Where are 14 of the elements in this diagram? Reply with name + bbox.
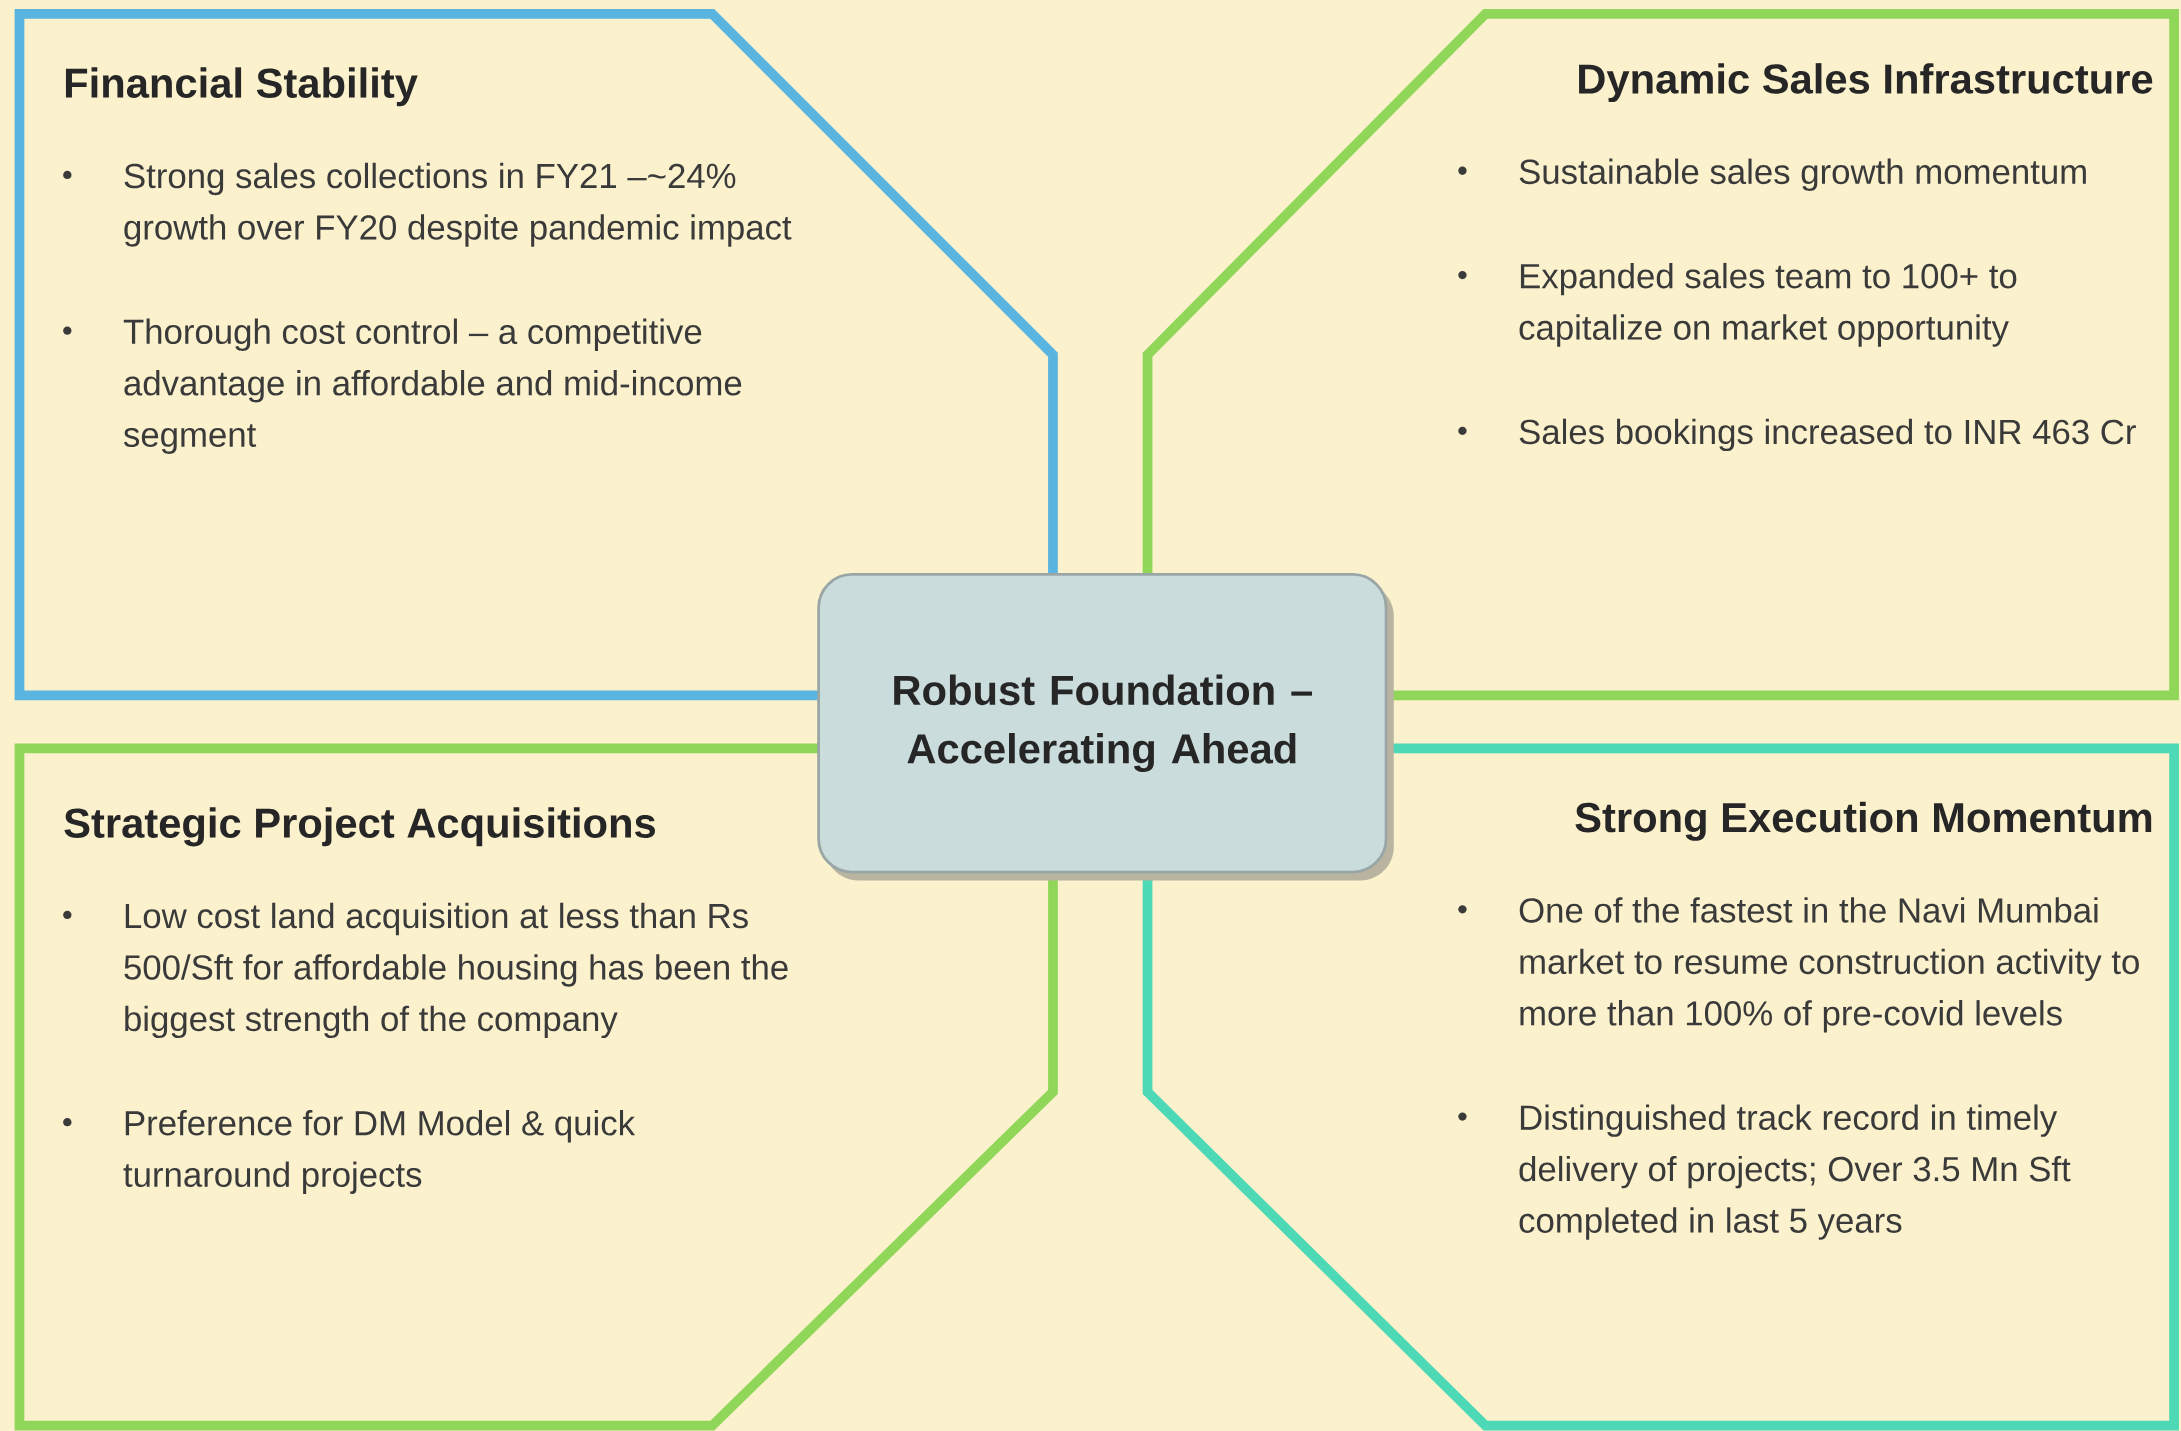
bullet-item: Sales bookings increased to INR 463 Cr (1519, 418, 2136, 451)
bullet-item: Preference for DM Model & quick turnaround projects (123, 1109, 636, 1194)
panel-heading: Strategic Project Acquisitions (64, 807, 655, 847)
panel-heading: Dynamic Sales Infrastructure (1579, 63, 2153, 102)
bullet-item: Sustainable sales growth momentum (1519, 158, 2086, 191)
bullet-item: Thorough cost control – a competitive advantage in affordable and mid-income segment (123, 318, 742, 454)
panel-heading: Strong Execution Momentum (1575, 801, 2152, 841)
bullet-item: Distinguished track record in timely delivery of projects; Over 3.5 Mn Sft completed in last 5 years (1519, 1104, 2071, 1240)
panel-heading: Financial Stability (65, 67, 418, 107)
bullet-item: Low cost land acquisition at less than Rs 500/Sft for affordable housing has been the biggest strength of the company (124, 902, 788, 1038)
bullet-item: Expanded sales team to 100+ to capitalize on market opportunity (1519, 262, 2017, 347)
bullet-item: One of the fastest in the Navi Mumbai market to resume construction activity to more than 100% of pre-covid levels (1519, 897, 2139, 1033)
title-box: Robust Foundation – Accelerating Ahead (817, 572, 1388, 874)
bullet-item: Strong sales collections in FY21 –~24% growth over FY20 despite pandemic impact (124, 162, 792, 247)
